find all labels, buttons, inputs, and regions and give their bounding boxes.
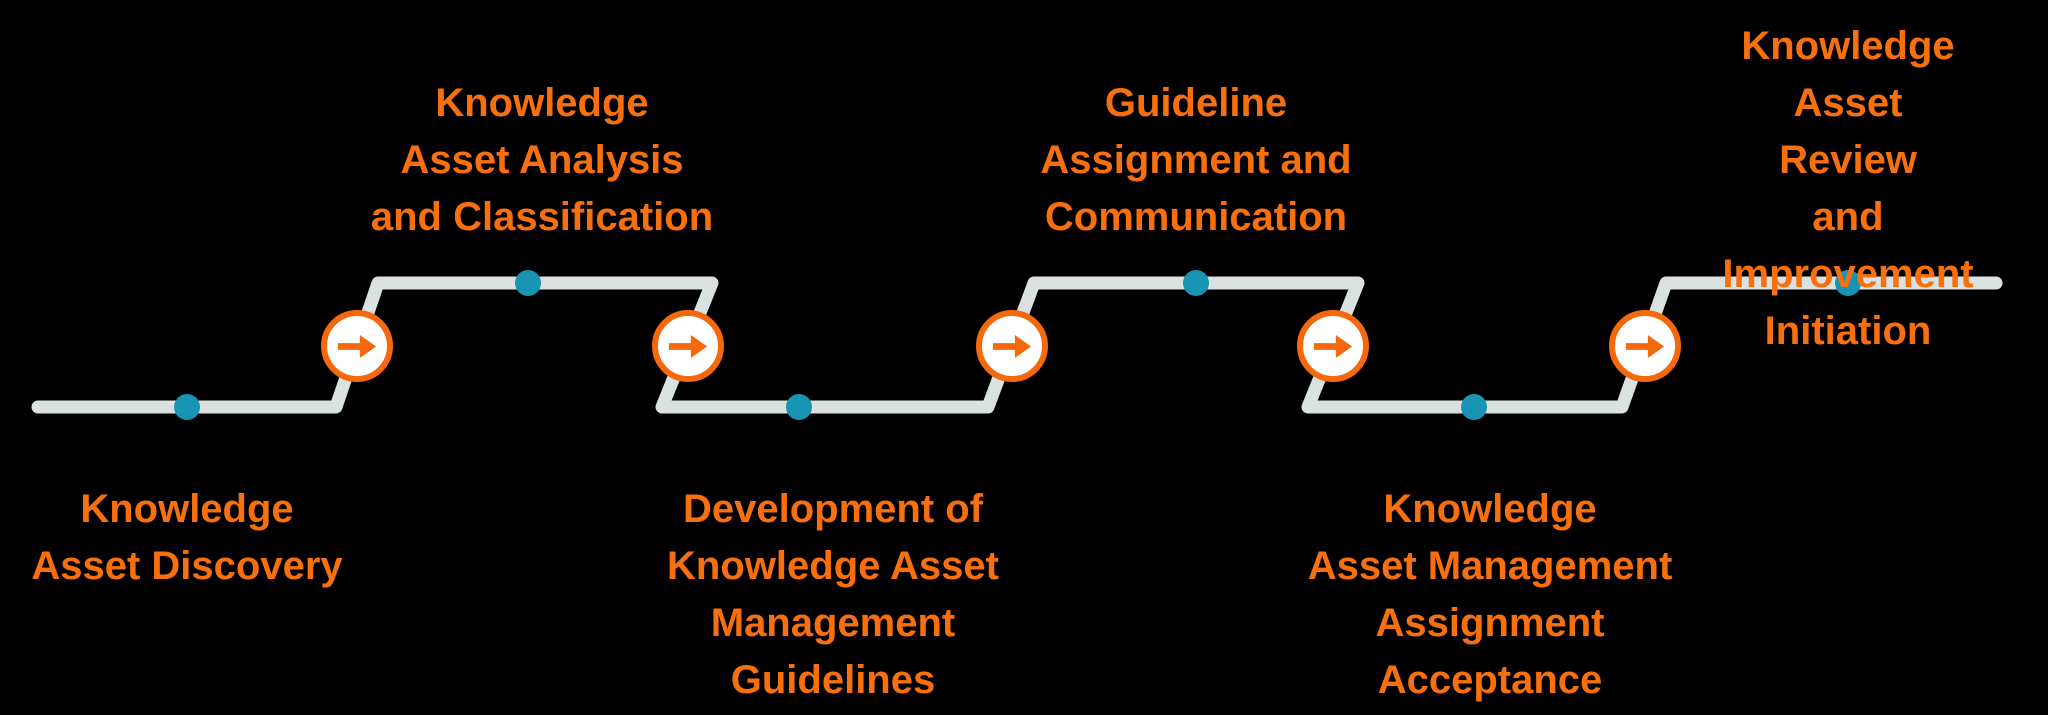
step-arrow-marker-1	[321, 310, 393, 382]
milestone-dot-6	[1835, 270, 1861, 296]
stage-label-assignment-acceptance: Knowledge Asset Management Assignment Ac…	[1307, 487, 1673, 702]
step-arrow-marker-5	[1609, 310, 1681, 382]
step-arrow-marker-2	[652, 310, 724, 382]
step-arrow-marker-3	[976, 310, 1048, 382]
milestone-dot-4	[1183, 270, 1209, 296]
milestone-dot-1	[174, 394, 200, 420]
milestone-dot-5	[1461, 394, 1487, 420]
arrow-right-icon	[337, 334, 377, 358]
stage-label-development-of-guidelines: Development of Knowledge Asset Managemen…	[667, 487, 999, 702]
stage-label-review-improvement-initiation: Knowledge Asset Review and Improvement I…	[1722, 24, 1974, 353]
stage-label-guideline-assignment-communication: Guideline Assignment and Communication	[1040, 81, 1352, 239]
arrow-right-icon	[668, 334, 708, 358]
milestone-dot-2	[515, 270, 541, 296]
arrow-right-icon	[1313, 334, 1353, 358]
stage-label-knowledge-asset-discovery: Knowledge Asset Discovery	[31, 487, 343, 588]
stage-label-knowledge-asset-analysis: Knowledge Asset Analysis and Classificat…	[370, 81, 714, 239]
step-arrow-marker-4	[1297, 310, 1369, 382]
milestone-dot-3	[786, 394, 812, 420]
arrow-right-icon	[992, 334, 1032, 358]
arrow-right-icon	[1625, 334, 1665, 358]
